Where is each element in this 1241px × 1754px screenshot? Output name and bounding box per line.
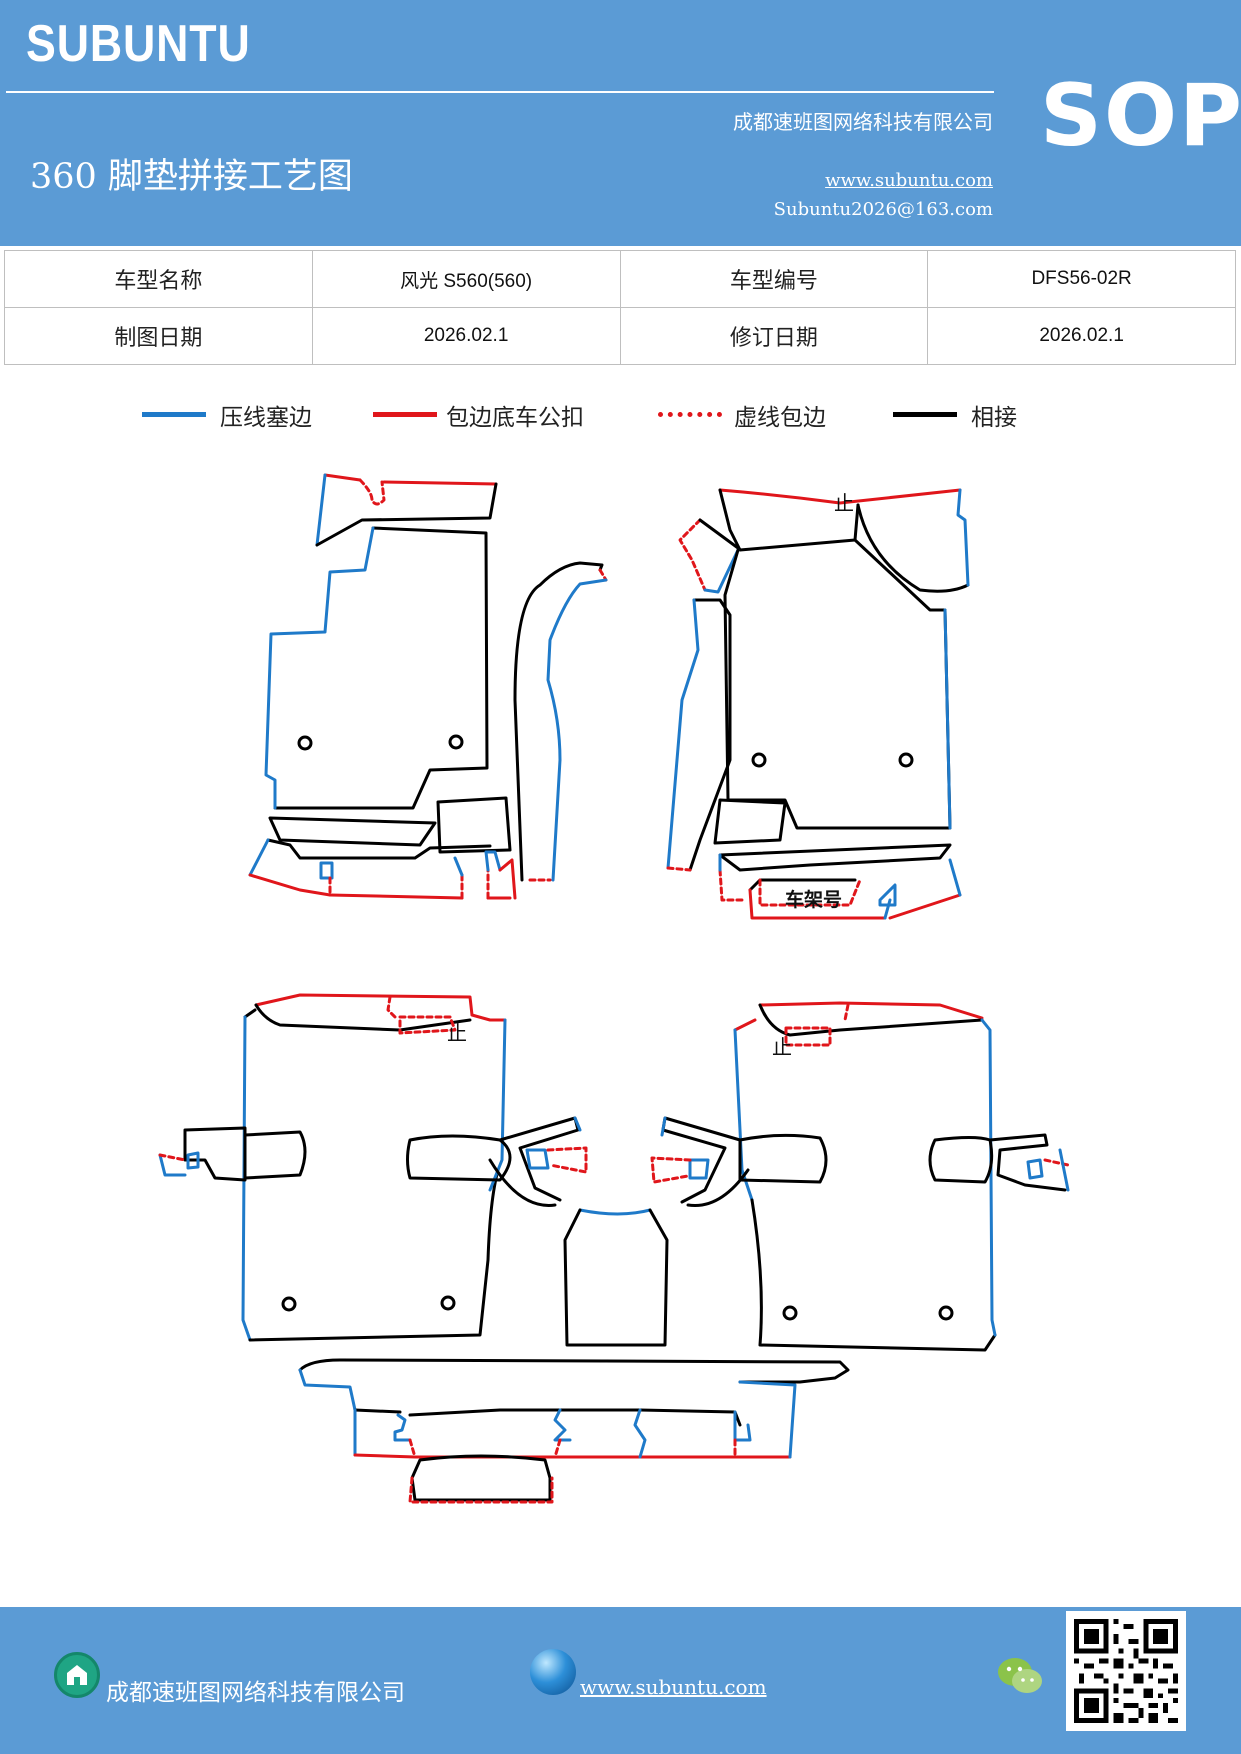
wechat-icon[interactable] bbox=[996, 1655, 1044, 1697]
stop-mark: 止 bbox=[447, 1021, 467, 1045]
page-title: 360 脚垫拼接工艺图 bbox=[30, 157, 353, 197]
mat-rear-left: 止 bbox=[158, 993, 588, 1342]
legend-swatch-red bbox=[373, 412, 437, 417]
draw-date-label: 制图日期 bbox=[4, 307, 313, 365]
qr-code-icon[interactable] bbox=[1066, 1611, 1186, 1731]
model-code-value: DFS56-02R bbox=[927, 250, 1236, 308]
floor-mat-diagram: 车架号 止 止 bbox=[158, 473, 1070, 1504]
header-company: 成都速班图网络科技有限公司 bbox=[733, 110, 993, 134]
stop-mark: 止 bbox=[834, 491, 854, 515]
table-row: 制图日期 2026.02.1 修订日期 2026.02.1 bbox=[4, 307, 1236, 365]
frame-number-label: 车架号 bbox=[785, 888, 842, 911]
revise-date-value: 2026.02.1 bbox=[927, 307, 1236, 365]
revise-date-label: 修订日期 bbox=[619, 307, 929, 365]
footer-company: 成都速班图网络科技有限公司 bbox=[106, 1680, 405, 1706]
stop-mark: 止 bbox=[772, 1035, 792, 1059]
sop-badge: SOP bbox=[1040, 66, 1241, 166]
header-divider bbox=[6, 91, 994, 93]
legend-swatch-red-dashed bbox=[658, 412, 722, 417]
legend-swatch-black bbox=[893, 412, 957, 417]
header-email: Subuntu2026@163.com bbox=[773, 199, 993, 220]
legend-label: 相接 bbox=[971, 405, 1017, 431]
footer-banner: 成都速班图网络科技有限公司 www.subuntu.com bbox=[0, 1607, 1241, 1754]
table-row: 车型名称 风光 S560(560) 车型编号 DFS56-02R bbox=[4, 250, 1236, 308]
mat-front-left bbox=[248, 473, 608, 900]
home-glyph bbox=[67, 1665, 87, 1685]
model-code-label: 车型编号 bbox=[619, 250, 929, 308]
legend-label: 虚线包边 bbox=[734, 405, 826, 431]
brand-logo: SUBUNTU bbox=[26, 15, 251, 73]
legend-label: 压线塞边 bbox=[220, 405, 312, 431]
home-icon bbox=[54, 1652, 100, 1698]
footer-website-link[interactable]: www.subuntu.com bbox=[580, 1675, 767, 1699]
mat-rear-middle bbox=[563, 1208, 669, 1347]
mat-rear-right: 止 bbox=[650, 1001, 1070, 1352]
vehicle-info-table: 车型名称 风光 S560(560) 车型编号 DFS56-02R 制图日期 20… bbox=[4, 250, 1236, 365]
model-name-label: 车型名称 bbox=[4, 250, 313, 308]
legend-label: 包边底车公扣 bbox=[446, 405, 584, 431]
model-name-value: 风光 S560(560) bbox=[311, 250, 621, 308]
qr-code-pattern bbox=[1074, 1619, 1178, 1723]
header-website-link[interactable]: www.subuntu.com bbox=[825, 170, 993, 191]
legend-swatch-blue bbox=[142, 412, 206, 417]
globe-icon bbox=[530, 1649, 576, 1695]
mat-rear-bench bbox=[298, 1358, 850, 1504]
header-banner: SUBUNTU SOP 成都速班图网络科技有限公司 360 脚垫拼接工艺图 ww… bbox=[0, 0, 1241, 246]
draw-date-value: 2026.02.1 bbox=[311, 307, 621, 365]
mat-front-right: 车架号 止 bbox=[666, 488, 970, 920]
line-legend: 压线塞边 包边底车公扣 虚线包边 相接 bbox=[0, 398, 1241, 442]
